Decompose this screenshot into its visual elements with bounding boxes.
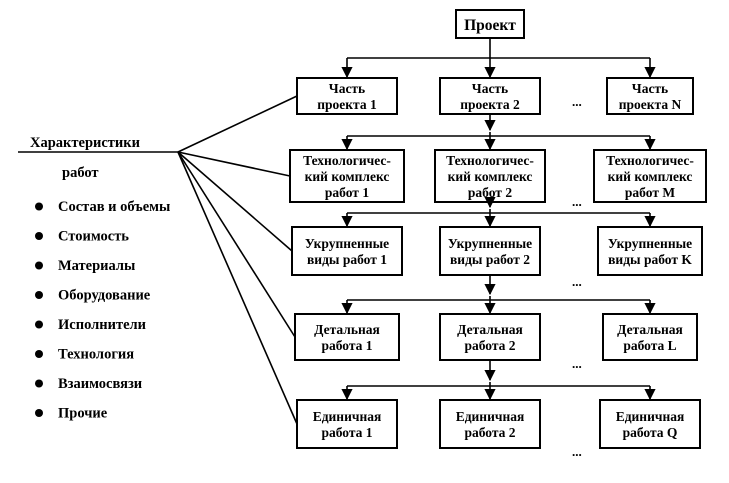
ellipsis: ... — [572, 94, 582, 109]
level-4-box-2 — [439, 313, 541, 361]
box-label-line: Детальная — [314, 322, 380, 337]
box-label-line: кий комплекс — [608, 169, 693, 184]
characteristics-link-line — [177, 151, 291, 177]
box-label-line: работа 2 — [464, 338, 515, 353]
box-label-line: работа L — [623, 338, 676, 353]
ellipsis: ... — [572, 444, 582, 459]
bullet-icon — [35, 261, 43, 270]
box-label-line: работа Q — [623, 425, 678, 440]
box-label-line: работ M — [625, 185, 675, 200]
bullet-icon — [35, 320, 43, 329]
bullet-icon — [35, 409, 43, 417]
bullet-icon — [35, 202, 43, 211]
box-label-line: виды работ K — [608, 252, 692, 267]
box-label-line: Единичная — [456, 409, 525, 424]
level-5-box-3 — [599, 399, 701, 449]
box-label-line: Технологичес- — [446, 153, 534, 168]
box-label-line: Часть — [472, 81, 508, 96]
box-label-line: Детальная — [457, 322, 523, 337]
root-label: Проект — [464, 17, 516, 34]
box-label-line: Укрупненные — [608, 236, 692, 251]
characteristic-item: Материалы — [58, 258, 135, 274]
level-3-box-1 — [291, 226, 403, 276]
box-label-line: работ 2 — [468, 185, 512, 200]
level-3-box-2 — [439, 226, 541, 276]
level-4-box-3 — [602, 313, 698, 361]
box-label-line: Укрупненные — [305, 236, 389, 251]
ellipsis: ... — [572, 274, 582, 289]
box-label-line: кий комплекс — [448, 169, 533, 184]
characteristics-link-line — [177, 151, 298, 425]
level-5-box-1 — [296, 399, 398, 449]
box-label-line: проекта N — [619, 97, 682, 112]
box-label-line: виды работ 2 — [450, 252, 530, 267]
box-label-line: Часть — [632, 81, 668, 96]
box-label-line: работ 1 — [325, 185, 369, 200]
box-label-line: Технологичес- — [303, 153, 391, 168]
bullet-icon — [35, 232, 43, 240]
box-label-line: работа 1 — [321, 338, 372, 353]
characteristic-item: Исполнители — [58, 317, 146, 333]
bullet-icon — [35, 350, 43, 358]
characteristic-item: Технология — [58, 347, 134, 363]
characteristic-item: Взаимосвязи — [58, 376, 142, 392]
box-label-line: проекта 1 — [317, 97, 377, 112]
box-label-line: Укрупненные — [448, 236, 532, 251]
ellipsis: ... — [572, 194, 582, 209]
characteristics-subtitle: работ — [62, 165, 99, 181]
level-2-box-2 — [434, 149, 546, 203]
characteristic-item: Оборудование — [58, 288, 151, 304]
box-label-line: виды работ 1 — [307, 252, 387, 267]
ellipsis: ... — [572, 356, 582, 371]
bullet-icon — [35, 379, 43, 388]
box-label-line: работа 2 — [464, 425, 515, 440]
characteristic-item: Прочие — [58, 406, 108, 422]
box-label-line: Детальная — [617, 322, 683, 337]
characteristic-item: Стоимость — [58, 229, 129, 245]
bullet-icon — [35, 291, 43, 299]
characteristics-link-line — [177, 95, 298, 153]
characteristic-item: Состав и объемы — [58, 199, 170, 215]
box-label-line: Единичная — [313, 409, 382, 424]
box-label-line: Единичная — [616, 409, 685, 424]
level-5-box-2 — [439, 399, 541, 449]
characteristics-title: Характеристики — [30, 135, 140, 151]
box-label-line: Часть — [329, 81, 365, 96]
level-1-box-3 — [606, 77, 694, 115]
characteristics-link-line — [177, 151, 293, 252]
level-4-box-1 — [294, 313, 400, 361]
characteristics-link-line — [177, 151, 296, 338]
box-label-line: кий комплекс — [305, 169, 390, 184]
box-label-line: проекта 2 — [460, 97, 520, 112]
box-label-line: работа 1 — [321, 425, 372, 440]
level-2-box-3 — [593, 149, 707, 203]
level-3-box-3 — [597, 226, 703, 276]
box-label-line: Технологичес- — [606, 153, 694, 168]
